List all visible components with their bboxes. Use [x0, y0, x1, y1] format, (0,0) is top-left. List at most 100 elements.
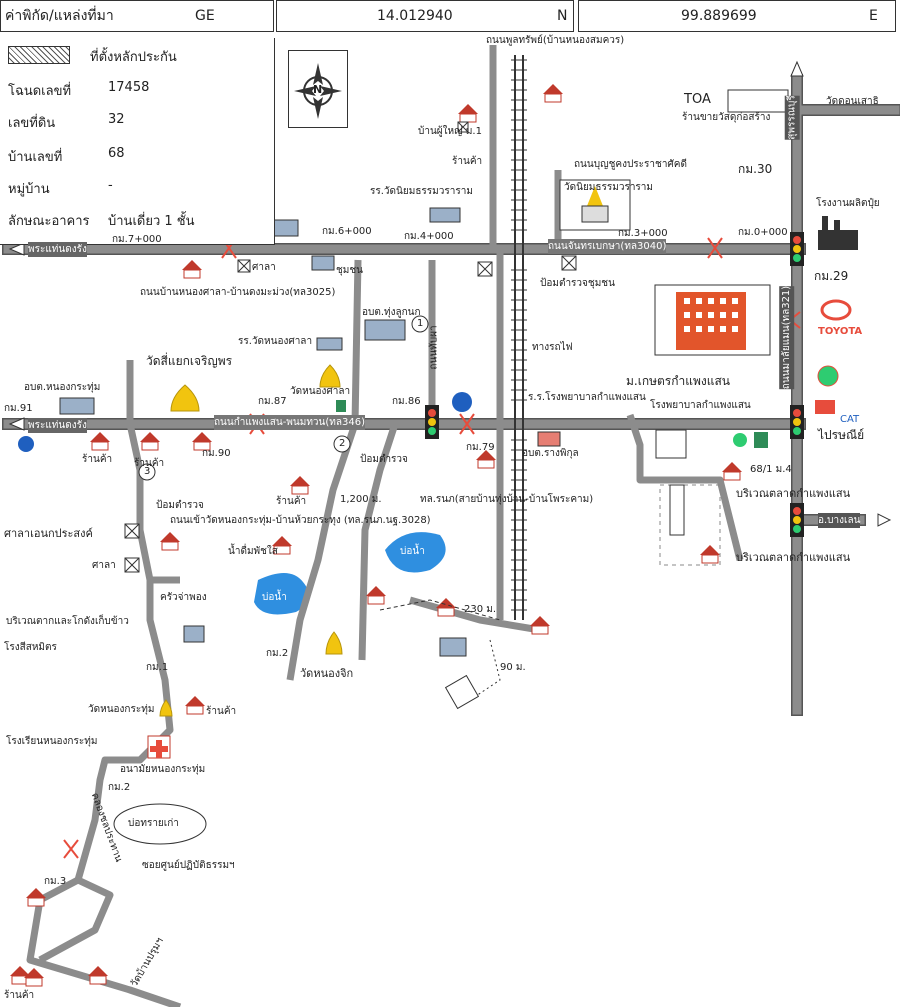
building-icons	[59, 89, 789, 657]
latitude-cell: 14.012940 N	[276, 0, 574, 32]
km-3b: กม.3	[44, 876, 67, 887]
shop-label-3: ร้านค้า	[134, 458, 165, 469]
coordinate-bar: ค่าพิกัด/แหล่งที่มา GE 14.012940 N 99.88…	[0, 0, 900, 38]
pagoda-icons	[159, 364, 343, 717]
sala-ekprasong-label: ศาลาเอนกประสงค์	[4, 527, 93, 540]
building-type-label: ลักษณะอาคาร	[8, 214, 90, 229]
obt-tung-label: อบต.ทุ่งลูกนก	[362, 307, 421, 318]
house-no-label: บ้านเลขที่	[8, 150, 63, 165]
distance-1200: 1,200 ม.	[340, 494, 382, 505]
ban-puyai-label: บ้านผู้ใหญ่ ม.1	[418, 126, 482, 137]
road-label-nongsala: ถนนบ้านหนองศาลา-บ้านดงมะม่วง(ทล3025)	[140, 287, 336, 298]
wat-pratum-label: วัดบ้านปรุมฯ	[128, 936, 166, 989]
village-value: -	[108, 178, 113, 193]
road-label-main: ถนนกำแพงแสน-พนมทวน(ทล346)	[214, 415, 365, 430]
shop-label-4: ร้านค้า	[276, 496, 307, 507]
km-79: กม.79	[466, 442, 495, 453]
toa-sub-label: ร้านขายวัสดุก่อสร้าง	[682, 112, 771, 123]
wat-nongkratum-label: วัดหนองกระทุ่ม	[88, 704, 155, 715]
police-top-label: ป้อมตำรวจชุมชน	[540, 278, 615, 289]
sand-pit-circle	[113, 803, 207, 845]
railway	[514, 55, 524, 620]
property-info-box: ที่ตั้งหลักประกัน โฉนดเลขที่ 17458 เลขที…	[0, 38, 275, 245]
pond-label: บ่อน้ำ	[262, 592, 287, 603]
school-nongsala-label: รร.วัดหนองศาลา	[238, 336, 313, 347]
school-nongkratum-label: โรงเรียนหนองกระทุ่ม	[6, 736, 98, 747]
wat-donsati-label: วัดดอนเสาธิ	[826, 96, 879, 107]
north-compass: N	[288, 50, 348, 128]
pond-left	[254, 572, 310, 615]
factory-label: โรงงานผลิตปุ๋ย	[816, 198, 880, 209]
ku-hosp-sign-label: ร.ร.โรงพยาบาลกำแพงแสน	[528, 392, 646, 403]
obt-rang-label: อบต.รางพิกุล	[522, 448, 579, 459]
distance-230: 230 ม.	[464, 604, 497, 615]
km-86: กม.86	[392, 396, 421, 407]
kitchen-label: ครัวจ่าพอง	[160, 592, 207, 603]
road-arrows	[8, 60, 892, 527]
km-3: กม.3+000	[618, 228, 668, 239]
longitude-cell: 99.889699 E	[578, 0, 896, 32]
km-90: กม.90	[202, 448, 231, 459]
cat-label: CAT	[840, 414, 860, 425]
latitude-dir: N	[557, 8, 568, 24]
road-label-thappa: ถนนทับผา	[428, 325, 440, 370]
title-deed-value: 17458	[108, 80, 150, 95]
coord-label: ค่าพิกัด/แหล่งที่มา	[5, 8, 114, 24]
km-4: กม.4+000	[404, 231, 454, 242]
soi-label: ซอยศูนย์ปฏิบัติธรรมฯ	[142, 860, 235, 871]
road-label-left2: พระแท่นดงรัง	[28, 418, 87, 433]
house-no-value: 68	[108, 146, 125, 161]
shop-label-5: ร้านค้า	[206, 706, 237, 717]
title-deed-label: โฉนดเลขที่	[8, 84, 72, 99]
marker-3: 3	[144, 466, 151, 477]
land-no-value: 32	[108, 112, 125, 127]
shop-label-2: ร้านค้า	[82, 454, 113, 465]
water-factory-label: น้ำดื่มพัชใส	[228, 546, 278, 557]
marker-1: 1	[417, 318, 424, 329]
market-label-2: บริเวณตลาดกำแพงแสน	[736, 551, 851, 564]
land-no-label: เลขที่ดิน	[8, 116, 56, 131]
community-label: ชุมชน	[336, 265, 364, 276]
km-2a: กม.2	[266, 648, 289, 659]
road-label-thongbon: ทล.รนภ(สายบ้านทุ่งบ้าน-บ้านโพระคาม)	[420, 494, 594, 505]
longitude-value: 99.889699	[681, 8, 757, 24]
rice-area-label: บริเวณตากและโกดังเก็บข้าว	[6, 616, 129, 627]
pond-right	[385, 532, 446, 573]
house-icons	[10, 84, 742, 987]
addr-681-label: 68/1 ม.4	[750, 464, 792, 475]
km-2b: กม.2	[108, 782, 131, 793]
toa-label: TOA	[684, 92, 711, 107]
police3-label: ป้อมตำรวจ	[156, 500, 204, 511]
km-91: กม.91	[4, 403, 33, 414]
longitude-dir: E	[869, 8, 878, 24]
collateral-legend-swatch	[8, 46, 70, 64]
km-0: กม.0+000	[738, 227, 788, 238]
road-label-left1: พระแท่นดงรัง	[28, 242, 87, 257]
factory-icon	[818, 216, 858, 250]
railway-label: ทางรถไฟ	[532, 342, 573, 353]
collateral-legend-label: ที่ตั้งหลักประกัน	[90, 50, 177, 65]
coord-source: GE	[195, 8, 215, 24]
wat-yaek-label: วัดสี่แยกเจริญพร	[146, 354, 233, 368]
compass-north-letter: N	[313, 83, 323, 96]
ku-label: ม.เกษตรกำแพงแสน	[626, 374, 731, 388]
road-label-chandra: ถนนจันทรเบกษา(ทล3040)	[548, 239, 667, 254]
distance-90: 90 ม.	[500, 662, 526, 673]
compass-rose-icon	[294, 63, 342, 119]
sala-label-1: ศาลา	[252, 262, 276, 273]
traffic-lights	[425, 232, 804, 537]
km-30: กม.30	[738, 162, 773, 176]
wat-niyom-label: วัดนิยมธรรมวราราม	[564, 182, 654, 193]
sala-label-2: ศาลา	[92, 560, 116, 571]
km-7: กม.7+000	[112, 234, 162, 245]
road-label-suphan: สุพรรณบุรี	[784, 95, 800, 140]
school-wat-label: รร.วัดนิยมธรรมวราราม	[370, 186, 473, 197]
obt-nongkratum-label: อบต.หนองกระทุ่ม	[24, 382, 101, 393]
km-6: กม.6+000	[322, 226, 372, 237]
khlong-label: คลองชลประทาน	[88, 791, 124, 864]
road-label-wat: ถนนเข้าวัดหนองกระทุ่ม-บ้านห้วยกระทุง (ทล…	[170, 515, 431, 526]
village-label: หมู่บ้าน	[8, 182, 50, 197]
wat-nongsala-label: วัดหนองศาลา	[290, 386, 351, 397]
